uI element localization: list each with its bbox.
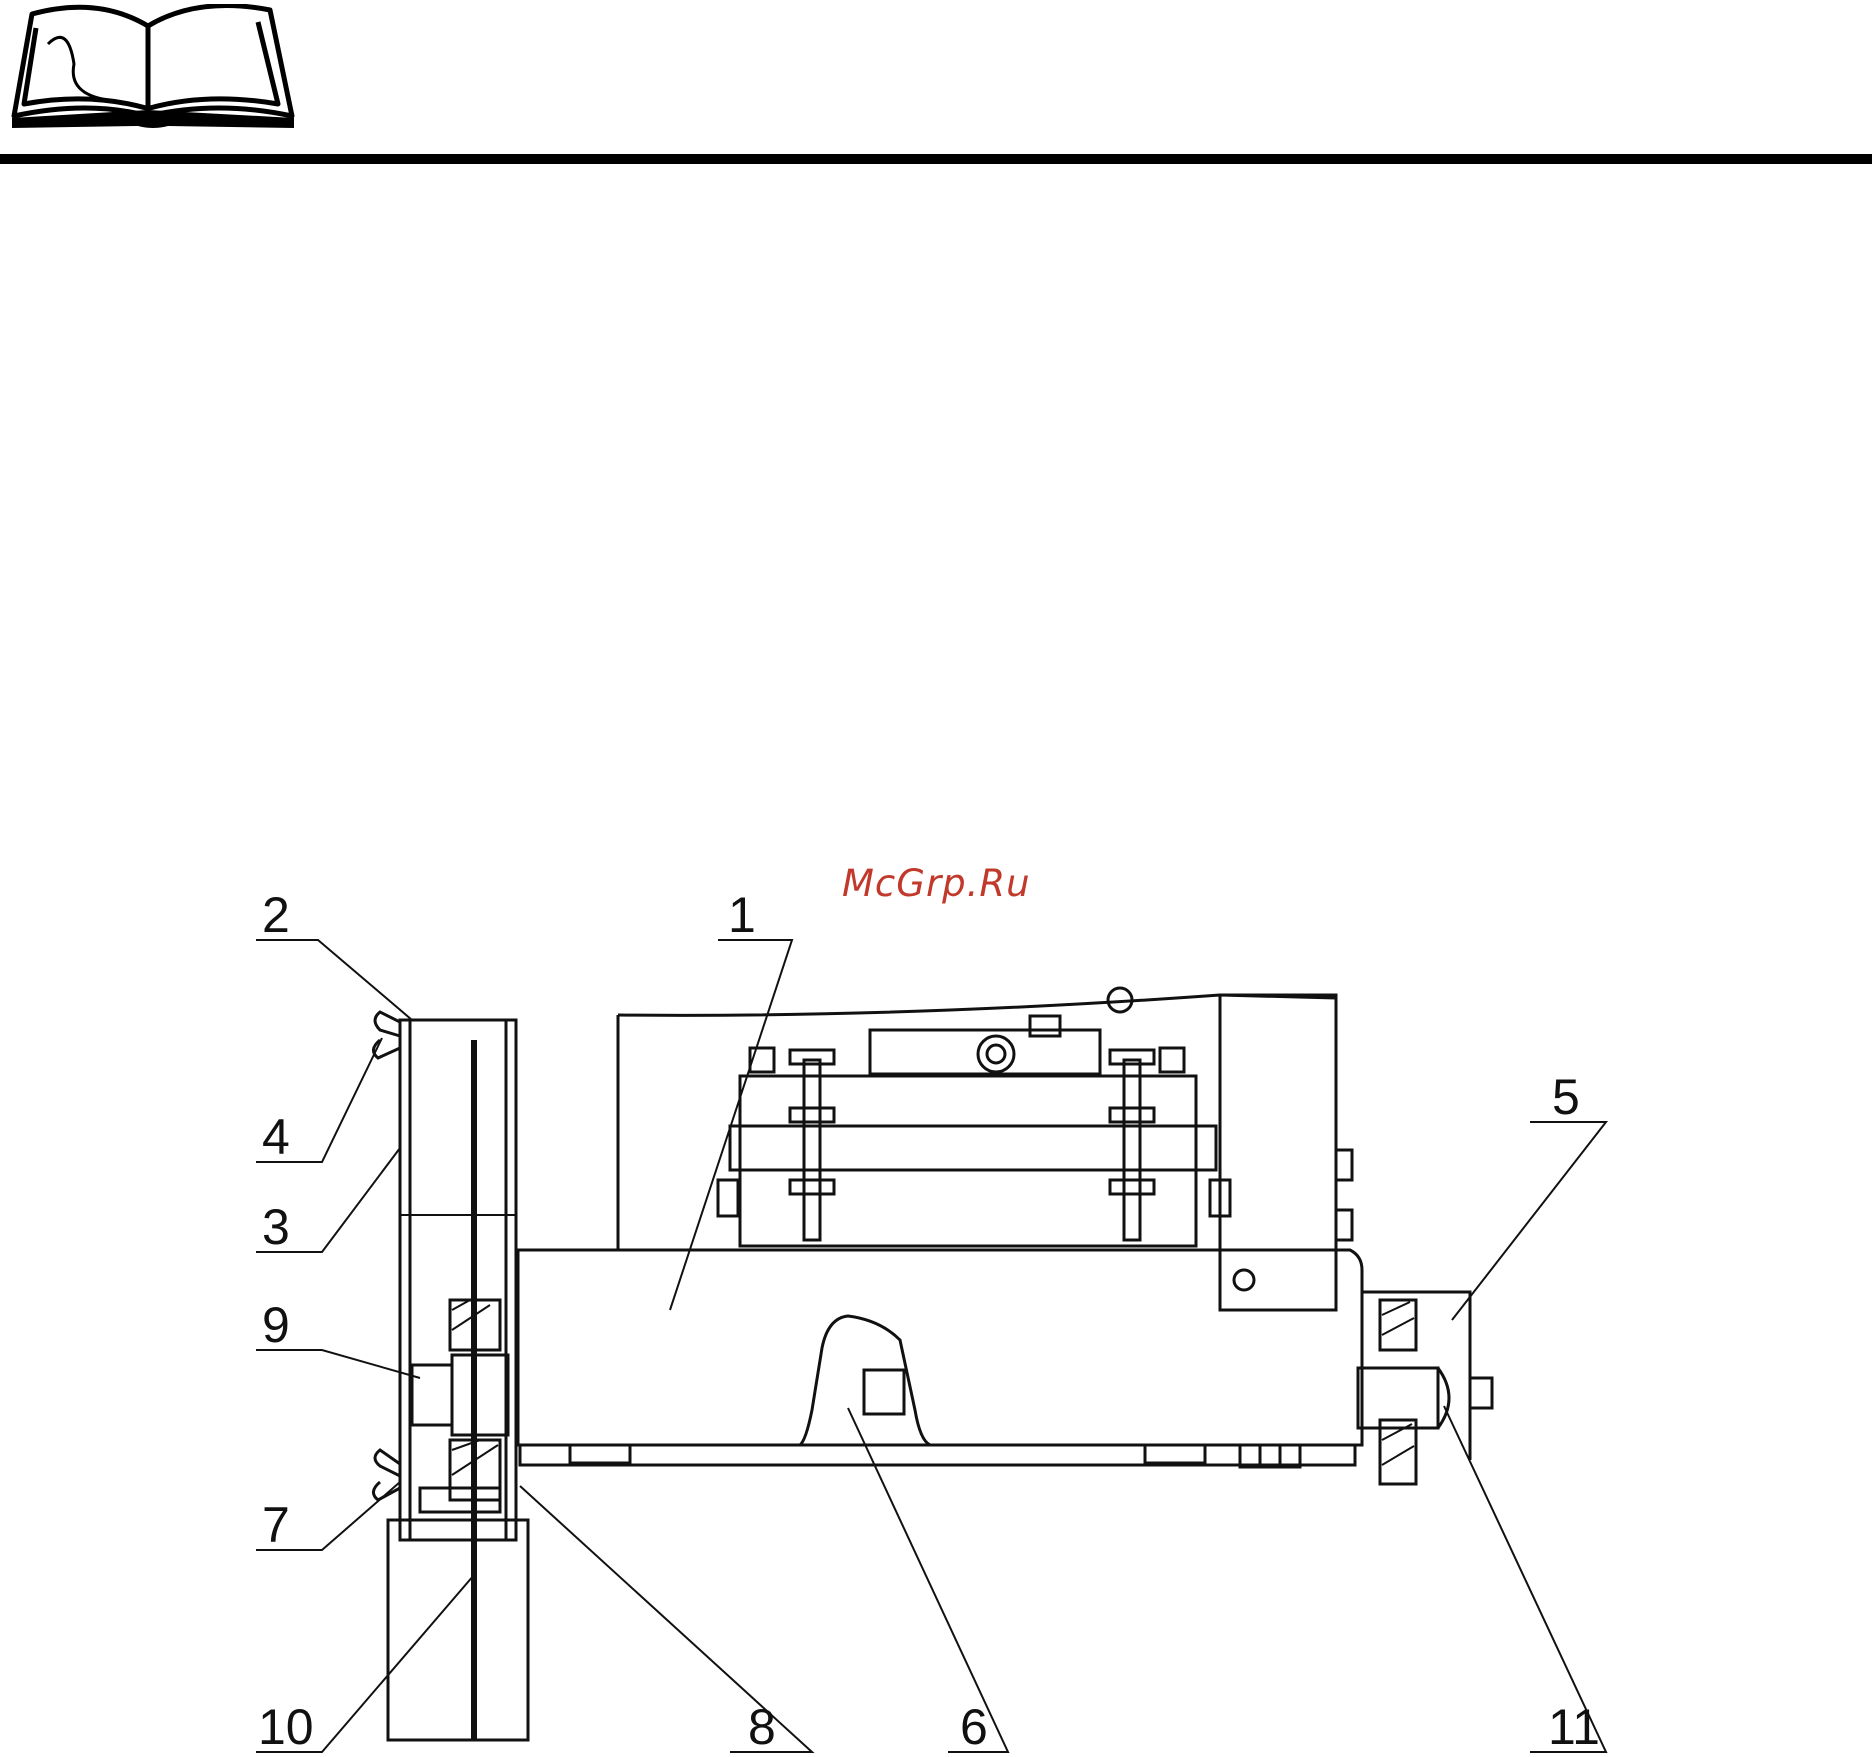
- callout-9: 9: [262, 1297, 290, 1353]
- callout-1: 1: [728, 887, 756, 943]
- callout-4: 4: [262, 1109, 290, 1165]
- callout-11: 11: [1548, 1699, 1600, 1755]
- wing-nut-bottom: [375, 1450, 400, 1476]
- callout-10: 10: [258, 1699, 314, 1755]
- callout-3: 3: [262, 1199, 290, 1255]
- callout-7: 7: [262, 1497, 290, 1553]
- center-window: [864, 1370, 904, 1414]
- callout-5: 5: [1552, 1069, 1580, 1125]
- callout-8: 8: [748, 1699, 776, 1755]
- callout-6: 6: [960, 1699, 988, 1755]
- wing-nut-top: [375, 1012, 400, 1036]
- callout-2: 2: [262, 887, 290, 943]
